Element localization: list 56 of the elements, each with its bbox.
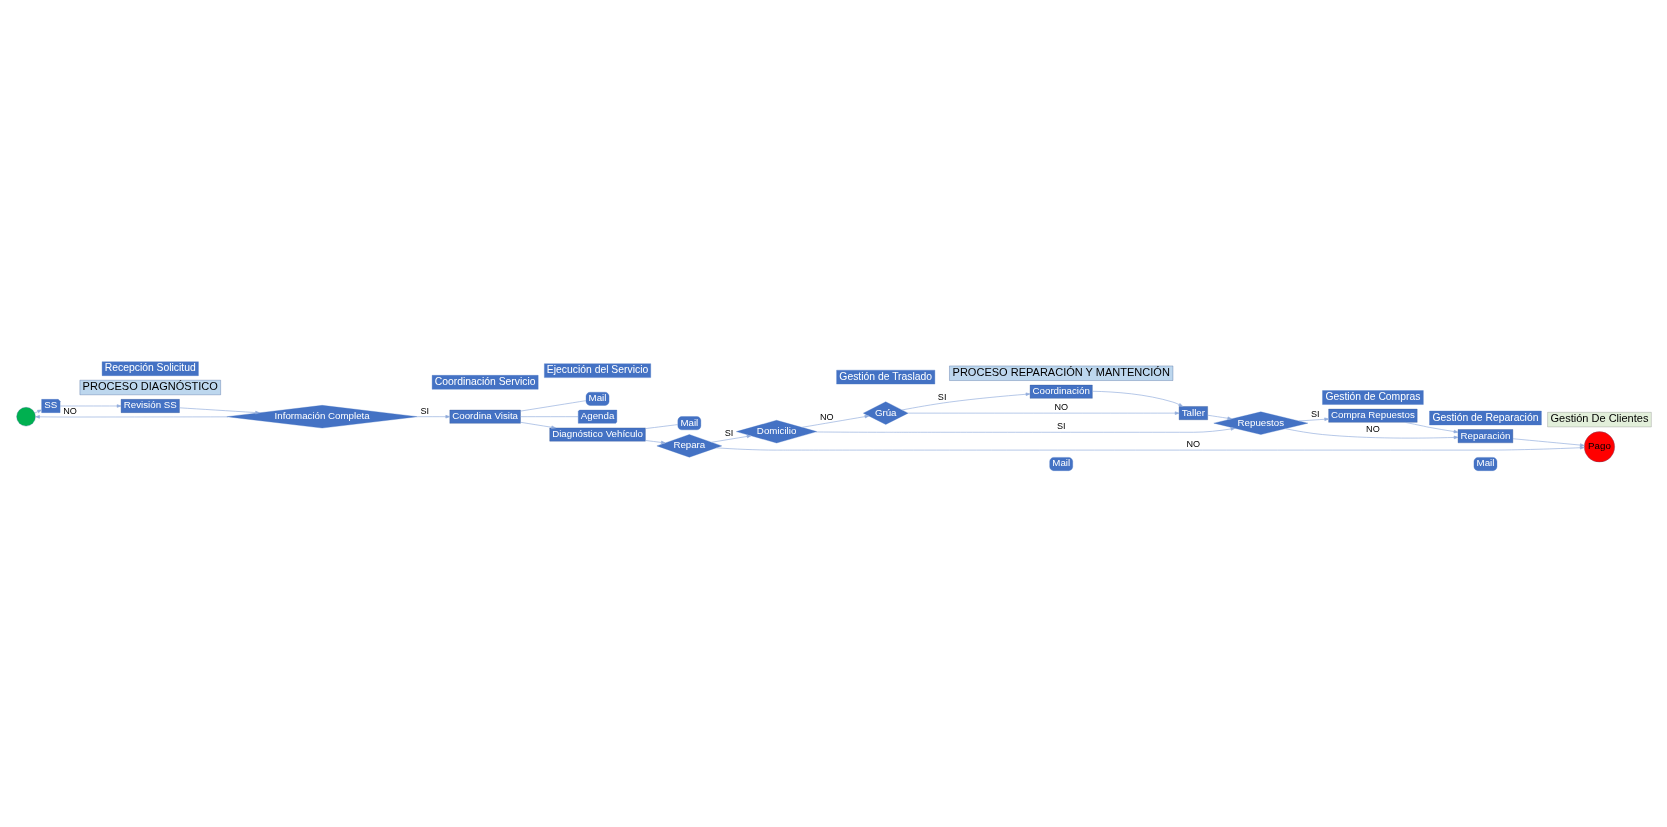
connector [519,416,579,418]
node-box: Coordinación [1029,384,1092,399]
edge-label: NO [1186,439,1200,450]
edge-label: NO [819,411,834,422]
arrow [59,404,121,408]
node-diamond: Domicilio [735,420,817,444]
arrow [1404,422,1458,434]
edge-label: SI [724,427,733,438]
arrow [901,392,1030,411]
node-box: Revisión SS [120,399,180,413]
node-box: Coordina Visita [449,409,521,424]
node-circle: Pago [1583,431,1615,463]
node-box: Recepción Solicitud [101,361,199,376]
arrow [178,407,260,415]
node-box: Mail [1473,457,1497,471]
arrow [800,414,869,428]
arrow [1284,428,1458,440]
node-box: Taller [1178,406,1208,420]
arrow [1512,438,1585,447]
arrow [1091,390,1183,407]
edge-label: NO [1053,402,1068,413]
node-diamond: Información Completa [226,405,418,429]
arrow [34,415,228,419]
node-box: Mail [585,392,609,406]
node-box: Gestión de Compras [1321,390,1423,405]
edge-label: SI [420,405,429,416]
node-box: Coordinación Servicio [431,375,538,390]
edge-label: SI [1056,421,1065,432]
edge-label: SI [1310,408,1319,419]
node-box: Gestión de Traslado [835,370,935,385]
arrow [416,415,450,419]
arrow [1206,414,1232,420]
node-box: PROCESO DIAGNÓSTICO [79,380,221,395]
edge-label: NO [62,406,77,417]
node-box: Gestión De Clientes [1546,412,1652,428]
node-box: Compra Repuestos [1328,408,1417,423]
node-box: Reparación [1457,429,1513,443]
connector [519,400,586,412]
node-box: PROCESO REPARACIÓN Y MANTENCIÓN [948,365,1173,381]
arrow [710,434,751,443]
edge-label: NO [1365,423,1380,434]
arrow [715,446,1585,451]
node-box: Mail [677,416,701,430]
edge-label: SI [937,391,946,402]
node-diamond: Repara [656,434,722,458]
arrow [644,440,666,445]
node-box: Mail [1049,457,1073,471]
arrow [1297,417,1329,422]
arrow [519,421,556,429]
node-box: Gestión de Reparación [1428,410,1542,426]
node-diamond: Repuestos [1213,411,1308,435]
arrow [34,409,42,414]
arrow [907,411,1179,415]
node-box: Ejecución del Servicio [543,363,651,378]
connector [644,424,678,429]
arrow [814,427,1235,433]
